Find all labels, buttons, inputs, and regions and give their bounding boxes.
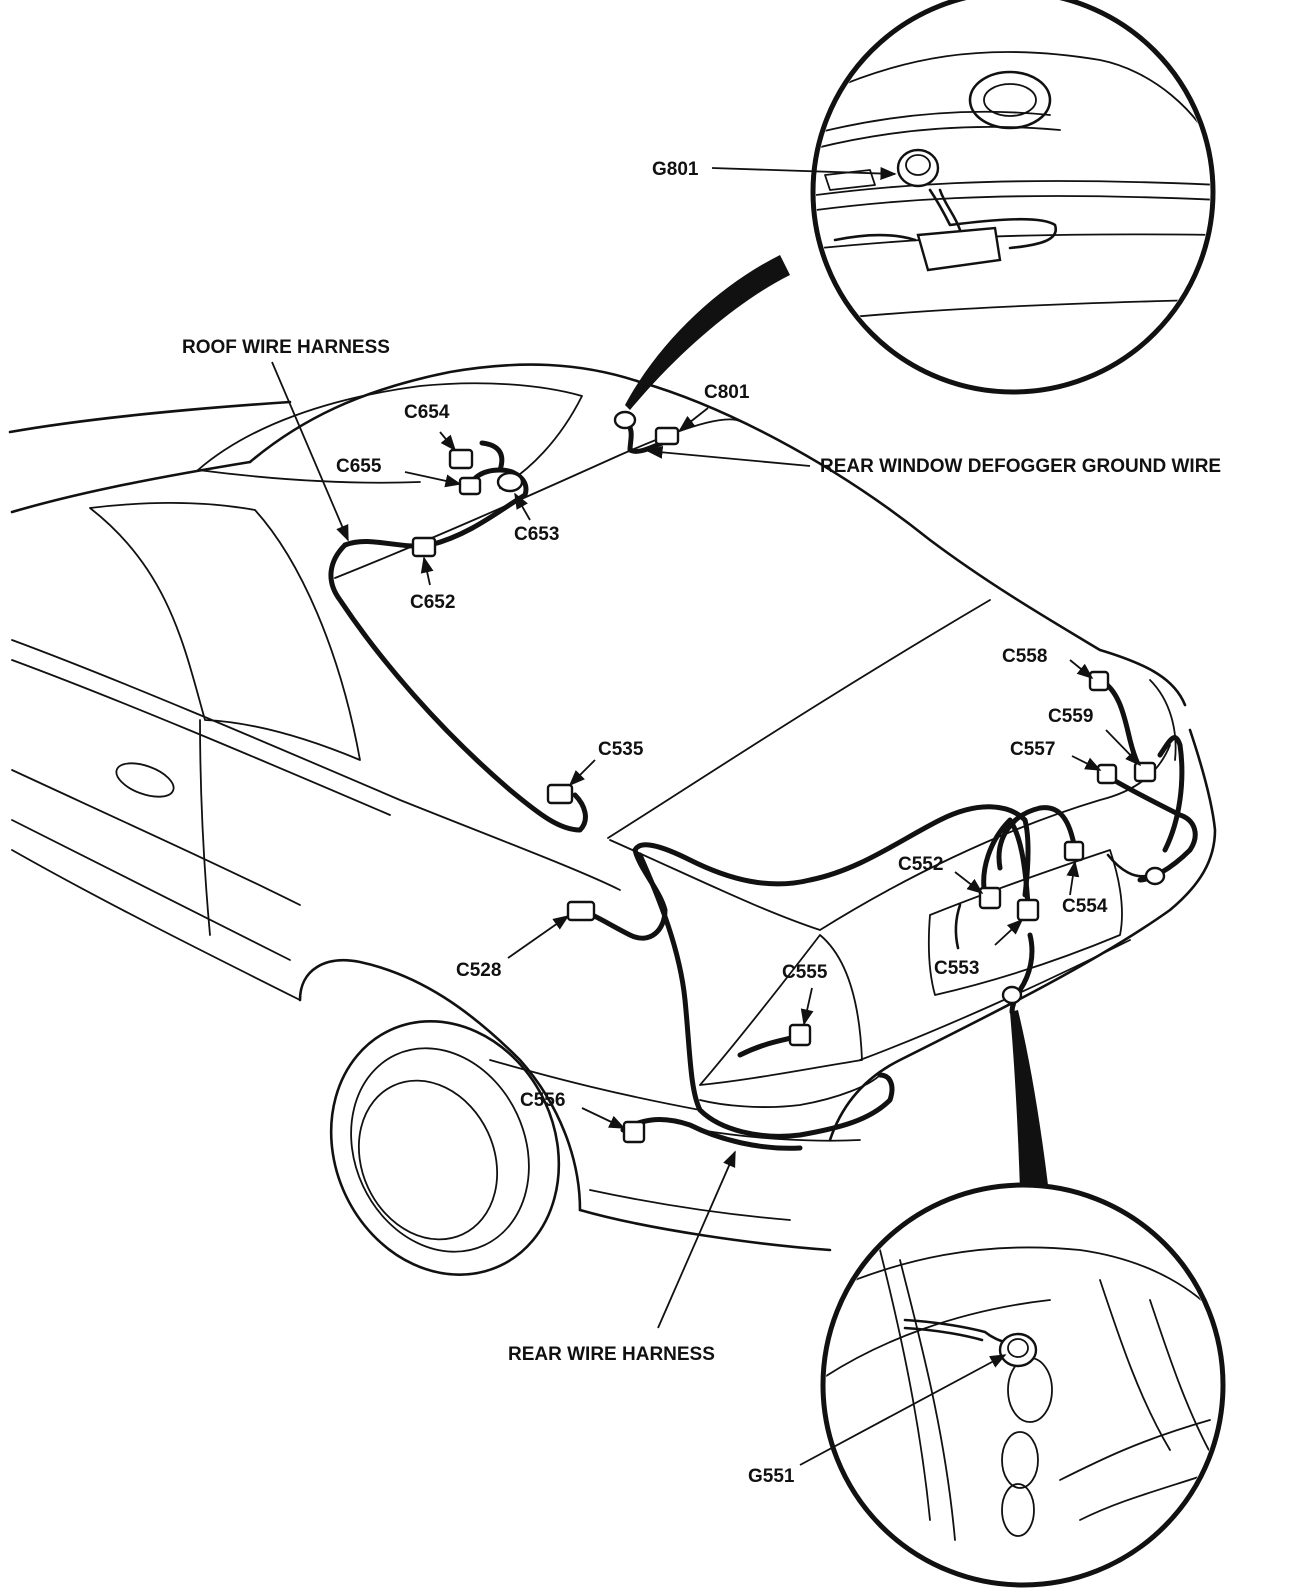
label-c559: C559 — [1048, 706, 1093, 727]
label-c654: C654 — [404, 402, 450, 423]
defogger-ground-wire-path — [622, 417, 673, 454]
connector-c558-shape — [1088, 670, 1110, 692]
detail-circle-g801 — [810, 0, 1216, 395]
ground-g801-ring — [613, 410, 637, 430]
connector-c556-shape — [622, 1120, 646, 1144]
labels: ROOF WIRE HARNESS REAR WIRE HARNESS REAR… — [182, 159, 1221, 1487]
connector-shapes — [411, 410, 1166, 1144]
connector-c528-shape — [566, 900, 596, 922]
connector-c655-shape — [458, 476, 482, 496]
connector-c535-shape — [546, 783, 574, 805]
label-rear-window-defogger-ground-wire: REAR WINDOW DEFOGGER GROUND WIRE — [820, 456, 1221, 477]
label-c557: C557 — [1010, 739, 1055, 760]
label-c528: C528 — [456, 960, 501, 981]
label-c801: C801 — [704, 382, 750, 403]
label-c555: C555 — [782, 962, 828, 983]
zoom-wedges — [625, 255, 1048, 1190]
label-c554: C554 — [1062, 896, 1108, 917]
connector-c552-shape — [978, 886, 1002, 910]
label-roof-wire-harness: ROOF WIRE HARNESS — [182, 337, 390, 358]
label-c552: C552 — [898, 854, 943, 875]
label-c556: C556 — [520, 1090, 565, 1111]
connector-c559-shape — [1133, 761, 1157, 783]
label-rear-wire-harness: REAR WIRE HARNESS — [508, 1344, 715, 1365]
label-g801: G801 — [652, 159, 699, 180]
connector-c553-shape — [1016, 898, 1040, 922]
connector-c652-shape — [411, 536, 437, 558]
label-g551: G551 — [748, 1466, 795, 1487]
connector-c654-shape — [448, 448, 474, 470]
connector-c801-shape — [654, 426, 680, 446]
detail-circle-g551 — [820, 1182, 1226, 1588]
label-c653: C653 — [514, 524, 559, 545]
label-c652: C652 — [410, 592, 455, 613]
ground-g551-ring — [1001, 985, 1023, 1005]
label-c553: C553 — [934, 958, 979, 979]
connector-c557-shape — [1096, 763, 1118, 785]
connector-c653-shape — [496, 471, 524, 493]
leader-lines — [271, 167, 1142, 1466]
connector-c555-shape — [788, 1023, 812, 1047]
roof-wire-harness-path — [328, 440, 588, 833]
connector-c554-shape — [1063, 840, 1085, 862]
label-c558: C558 — [1002, 646, 1047, 667]
label-c655: C655 — [336, 456, 382, 477]
label-c535: C535 — [598, 739, 644, 760]
